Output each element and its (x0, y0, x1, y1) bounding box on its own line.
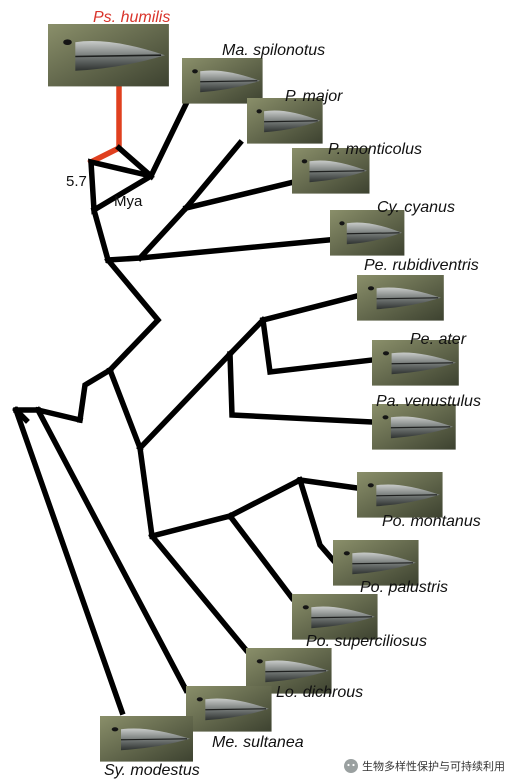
beak-image-po-montanus (357, 472, 443, 518)
branch-lo-dichrous (152, 536, 246, 650)
taxon-label-cy-cyanus: Cy. cyanus (377, 199, 455, 216)
branch-main-upper (110, 370, 140, 448)
branch-pe-pa-stem (230, 320, 263, 354)
age-value: 5.7 (66, 173, 87, 190)
taxon-label-pe-ater: Pe. ater (410, 331, 467, 348)
taxon-label-ma-spilonotus: Ma. spilonotus (222, 42, 325, 59)
watermark: 生物多样性保护与可持续利用 (344, 759, 505, 773)
beak-image-ps-humilis (48, 24, 169, 86)
wechat-icon (344, 759, 358, 773)
taxon-label-pe-rubidiventris: Pe. rubidiventris (364, 257, 479, 274)
taxon-label-lo-dichrous: Lo. dichrous (276, 684, 363, 701)
taxon-label-p-major: P. major (285, 88, 343, 105)
branch-pe-rubidiventris (263, 296, 357, 320)
age-unit: Mya (114, 193, 143, 210)
taxon-label-po-montanus: Po. montanus (382, 513, 481, 530)
branch-ps-stem (94, 210, 108, 260)
branch-po-stem (230, 480, 300, 516)
taxon-label-pa-venustulus: Pa. venustulus (376, 393, 481, 410)
branch-cy-cyanus (108, 240, 328, 260)
branch-clade-b (140, 448, 152, 536)
beak-image-ma-spilonotus (182, 58, 263, 104)
branch-sy-modestus (16, 410, 122, 712)
beak-image-pa-venustulus (372, 404, 456, 450)
watermark-text: 生物多样性保护与可持续利用 (362, 759, 505, 773)
taxon-label-po-palustris: Po. palustris (360, 579, 448, 596)
beak-image-pe-rubidiventris (357, 275, 444, 321)
beak-image-cy-cyanus (330, 210, 404, 256)
taxon-label-ps-humilis: Ps. humilis (93, 9, 170, 26)
branch-clade-a (108, 260, 158, 370)
taxon-label-po-superciliosus: Po. superciliosus (306, 633, 427, 650)
branch-ma-spilonotus (119, 104, 186, 176)
taxon-label-p-monticolus: P. monticolus (328, 141, 422, 158)
beak-image-me-sultanea (186, 686, 272, 732)
taxon-label-me-sultanea: Me. sultanea (212, 734, 304, 751)
branch-pe-ater (263, 320, 372, 372)
branch-parus-stem (140, 208, 186, 258)
taxon-label-sy-modestus: Sy. modestus (104, 762, 200, 779)
branch-po-superciliosus (230, 516, 292, 598)
branch-pe-clade-stem (140, 354, 230, 448)
branch-po-palustris (300, 480, 333, 560)
branch-po-clade-stem (152, 516, 230, 536)
branch-ps-humilis (91, 83, 119, 162)
branch-po-montanus (300, 480, 357, 488)
beak-image-sy-modestus (100, 716, 193, 762)
branch-internal-1 (80, 370, 110, 420)
